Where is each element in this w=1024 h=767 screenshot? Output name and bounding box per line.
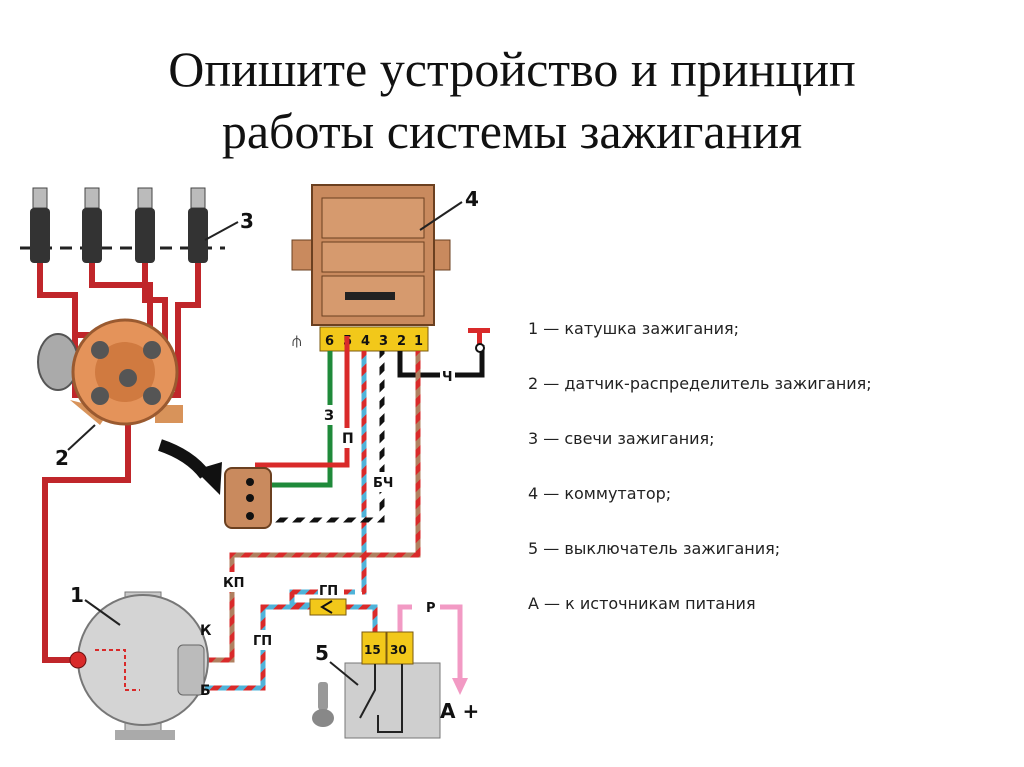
distributor — [37, 318, 183, 426]
spark-plug-1 — [30, 187, 50, 263]
callout-2: 2 — [55, 446, 69, 470]
low-voltage-wires — [205, 336, 485, 691]
wire-label-gp-left: ГП — [253, 634, 272, 649]
wire-label-gp-top: ГП — [319, 584, 338, 599]
pink-arrow-icon — [452, 678, 468, 695]
key-icon — [312, 682, 334, 727]
spark-plug-3 — [135, 187, 155, 263]
callout-3: 3 — [240, 209, 254, 233]
spark-plugs — [20, 187, 225, 263]
svg-text:4: 4 — [361, 334, 370, 349]
svg-text:1: 1 — [414, 334, 423, 349]
title-line-2: работы системы зажигания — [221, 103, 803, 159]
legend-item-4: 4 — коммутатор; — [528, 484, 672, 503]
legend-item-a: А — к источникам питания — [528, 594, 756, 613]
slide-title: Опишите устройство и принцип работы сист… — [0, 38, 1024, 162]
spark-plug-4 — [188, 187, 208, 263]
sensor-connector — [224, 467, 272, 529]
fuse-connector — [309, 598, 347, 616]
spark-plug-2 — [82, 187, 102, 263]
callout-4: 4 — [465, 187, 479, 211]
legend-item-5: 5 — выключатель зажигания; — [528, 539, 781, 558]
wire-label-r: Р — [426, 601, 436, 616]
commutator — [291, 184, 451, 326]
coil-terminal-k: К — [200, 623, 212, 639]
svg-text:2: 2 — [397, 334, 406, 349]
wire-label-z: З — [324, 408, 334, 424]
legend-item-1: 1 — катушка зажигания; — [528, 319, 740, 338]
legend-item-3: 3 — свечи зажигания; — [528, 429, 715, 448]
legend: 1 — катушка зажигания; 2 — датчик-распре… — [528, 318, 872, 648]
coil-terminal-b: Б — [200, 683, 211, 699]
power-label: А + — [440, 699, 479, 723]
wire-label-bch: БЧ — [373, 476, 393, 491]
svg-text:6: 6 — [325, 334, 334, 349]
svg-text:30: 30 — [390, 643, 407, 657]
svg-text:15: 15 — [364, 643, 381, 657]
ignition-switch: 15 30 — [344, 631, 441, 739]
callout-5: 5 — [315, 641, 329, 665]
callout-1: 1 — [70, 583, 84, 607]
title-line-1: Опишите устройство и принцип — [168, 41, 856, 97]
wire-label-p: П — [342, 431, 354, 447]
svg-text:3: 3 — [379, 334, 388, 349]
legend-item-2: 2 — датчик-распределитель зажигания; — [528, 374, 872, 393]
commutator-pins: 6 5 4 3 2 1 — [319, 326, 429, 352]
ground-icon: ⫛ — [292, 333, 302, 350]
wire-label-kp: КП — [223, 576, 245, 591]
ignition-coil — [69, 591, 209, 740]
wire-label-ch: Ч — [442, 370, 453, 385]
